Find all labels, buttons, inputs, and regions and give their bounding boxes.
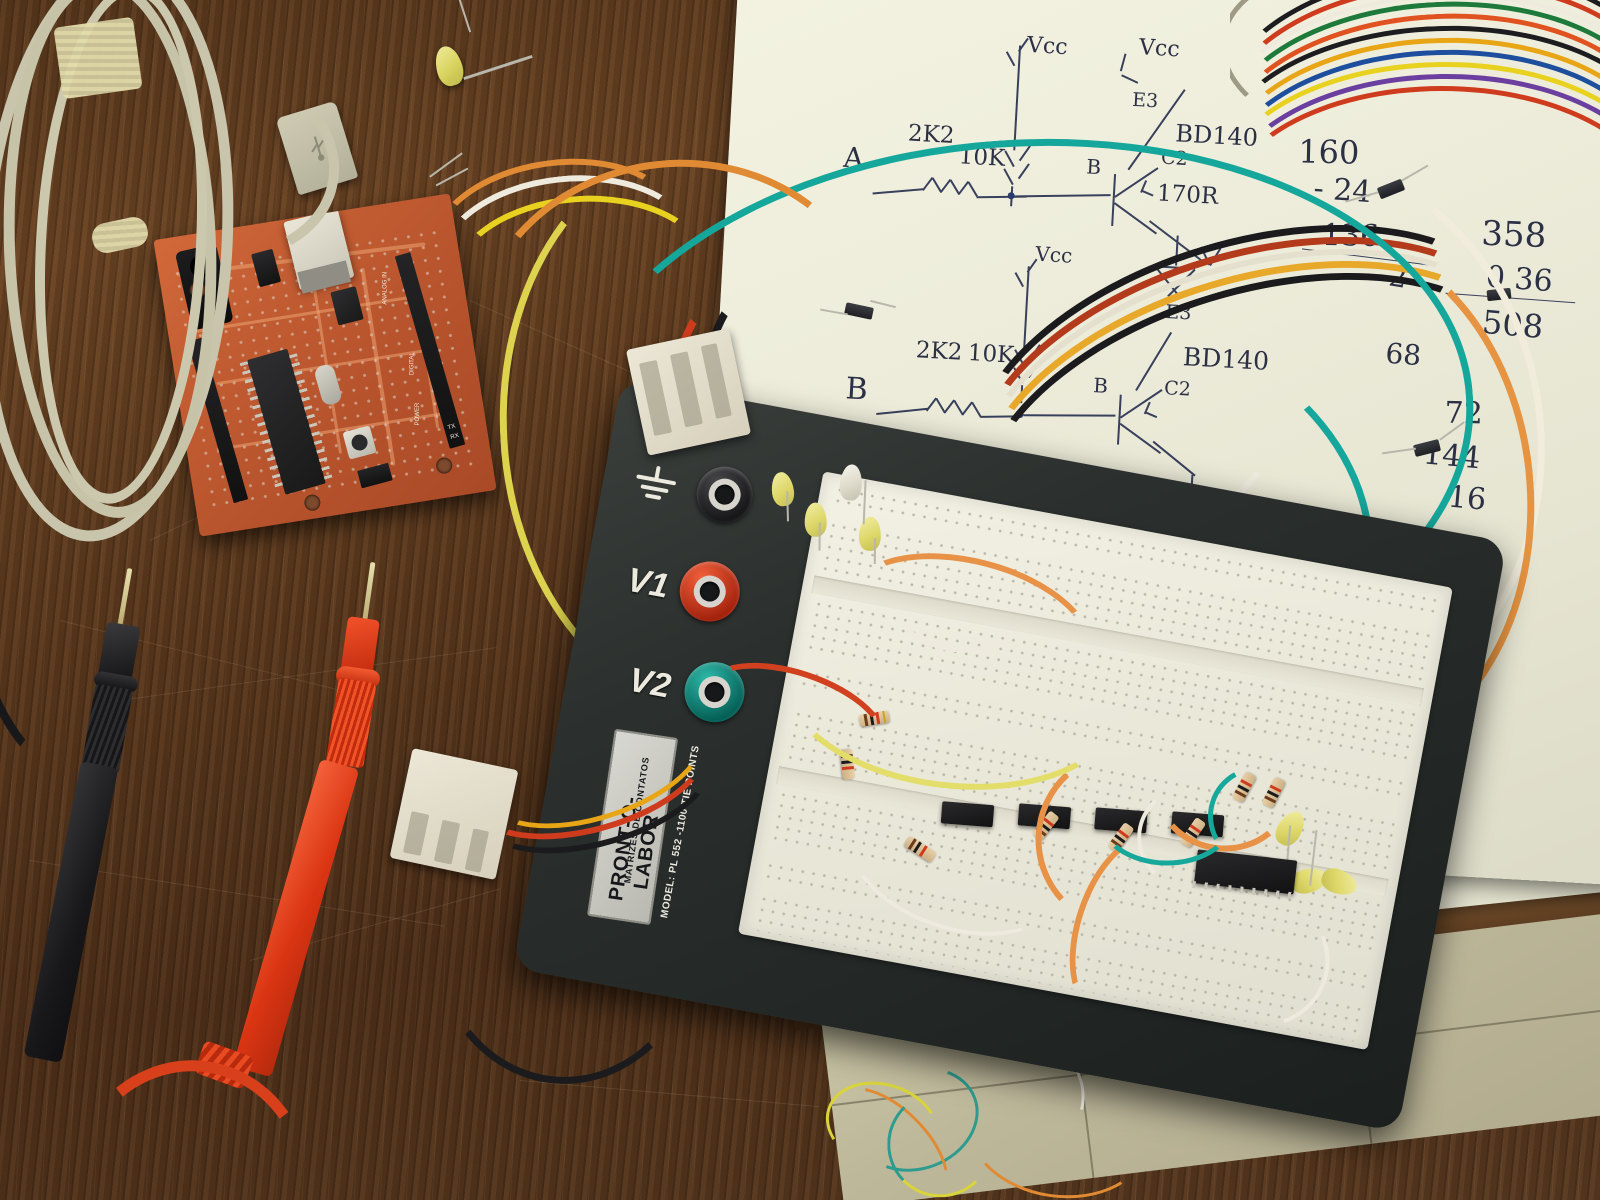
wire-bundle	[1230, 0, 1600, 140]
led-yellow-6	[1318, 864, 1361, 900]
usb-trident-icon	[302, 129, 334, 165]
v1-label: V1	[624, 560, 672, 606]
black-probe-grip	[80, 683, 134, 775]
molex-lower-wires	[459, 677, 770, 878]
red-test-probe[interactable]	[43, 561, 402, 1200]
red-probe-grip	[325, 677, 377, 769]
breadboard-base-plate: V1 V2 MATRIZES DE CONTATOS PRONT-O-LABOR…	[512, 378, 1508, 1132]
red-probe-body	[232, 758, 360, 1078]
breadboard-components	[688, 463, 1453, 1051]
led-yellow-1	[769, 470, 796, 508]
molex-connector-upper[interactable]	[625, 328, 752, 456]
black-test-probe[interactable]	[23, 568, 156, 1110]
led-clear-1	[838, 463, 864, 502]
red-probe-tip	[361, 561, 376, 627]
v1-terminal[interactable]	[674, 556, 745, 627]
ground-icon	[631, 462, 681, 505]
led-yellow-2	[804, 502, 828, 537]
ground-terminal[interactable]	[692, 462, 758, 528]
